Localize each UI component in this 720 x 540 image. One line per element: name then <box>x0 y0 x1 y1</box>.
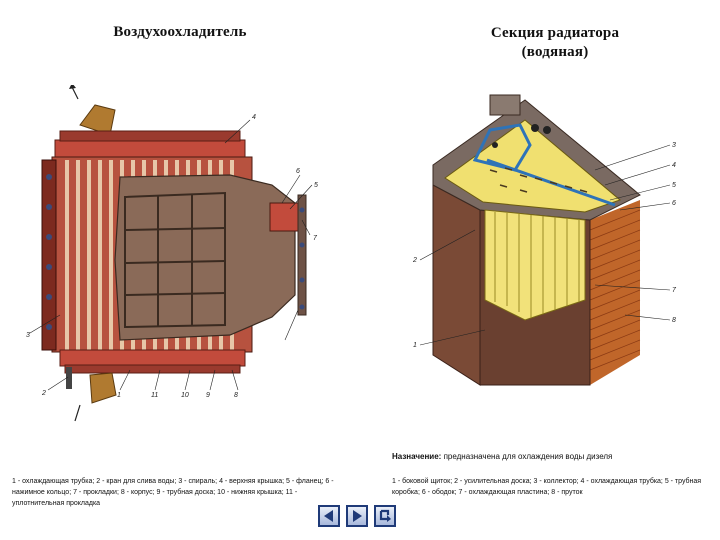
right-figure-legend: 1 - боковой щиток; 2 - усилительная доск… <box>392 476 717 498</box>
return-arrow-icon <box>378 509 392 523</box>
callout-label: 3 <box>26 332 30 339</box>
callout-label: 8 <box>672 317 676 324</box>
callout-label: 10 <box>181 392 189 399</box>
right-subtitle-line: (водяная) <box>455 43 655 62</box>
callout-label: 7 <box>313 235 318 242</box>
callout-label: 1 <box>117 392 121 399</box>
callout-label: 8 <box>234 392 238 399</box>
callout-label: 7 <box>672 287 677 294</box>
right-figure-title: Секция радиатора (водяная) <box>455 24 655 62</box>
purpose-statement: Назначение: предназначена для охлаждения… <box>392 452 712 461</box>
callout-label: 1 <box>413 342 417 349</box>
callout-label: 5 <box>314 182 318 189</box>
callout-label: 5 <box>672 182 676 189</box>
purpose-label: Назначение: <box>392 452 441 461</box>
callout-label: 4 <box>672 162 676 169</box>
radiator-section-illustration: 3 4 5 6 2 7 8 1 <box>395 90 705 390</box>
callout-label: 2 <box>412 257 417 264</box>
previous-slide-button[interactable] <box>318 505 340 527</box>
next-slide-button[interactable] <box>346 505 368 527</box>
triangle-right-icon <box>350 509 364 523</box>
callout-label: 4 <box>252 114 256 121</box>
air-cooler-illustration: 4 5 6 7 3 2 1 11 10 9 8 <box>20 85 335 430</box>
purpose-text: предназначена для охлаждения воды дизеля <box>441 452 612 461</box>
left-figure-title: Воздухоохладитель <box>60 24 300 41</box>
callout-label: 9 <box>206 392 210 399</box>
return-button[interactable] <box>374 505 396 527</box>
callout-label: 6 <box>672 200 676 207</box>
right-title-line: Секция радиатора <box>455 24 655 43</box>
left-figure-legend: 1 - охлаждающая трубка; 2 - кран для сли… <box>12 476 337 509</box>
callout-label: 11 <box>151 392 158 399</box>
callout-label: 2 <box>41 390 46 397</box>
callout-label: 3 <box>672 142 676 149</box>
callout-label: 6 <box>296 168 300 175</box>
triangle-left-icon <box>322 509 336 523</box>
